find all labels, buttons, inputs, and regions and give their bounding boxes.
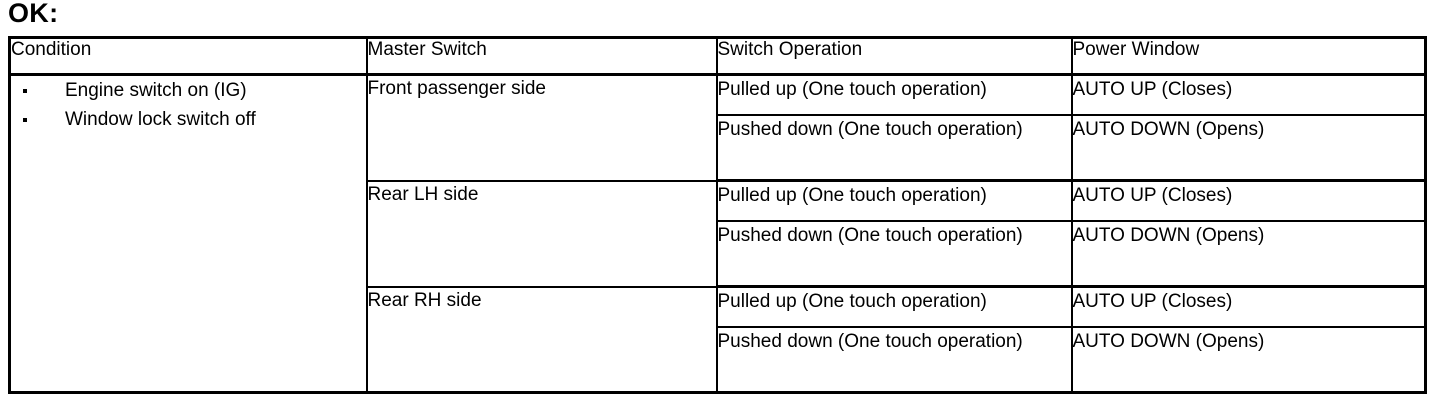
power-window-spec-table: Condition Master Switch Switch Operation… [8,36,1427,394]
switch-operation-cell: Pushed down (One touch operation) [716,114,1073,182]
spec-table-container: Condition Master Switch Switch Operation… [8,36,1427,394]
power-window-cell: AUTO DOWN (Opens) [1072,330,1265,352]
list-item: Window lock switch off [11,105,366,134]
table-row: Pushed down (One touch operation) AUTO D… [10,326,1426,393]
power-window-cell: AUTO DOWN (Opens) [1071,114,1426,182]
table-row: Pushed down (One touch operation) AUTO D… [10,220,1426,288]
master-switch-cell: Rear LH side [366,180,718,288]
power-window-cell: AUTO UP (Closes) [1071,286,1426,328]
column-header-condition: Condition [9,37,368,76]
list-item: Engine switch on (IG) [11,76,366,105]
column-header-power-window: Power Window [1071,37,1426,76]
power-window-cell: AUTO UP (Closes) [1071,180,1426,222]
switch-operation-cell: Pushed down (One touch operation) [716,326,1073,393]
table-row: Rear RH side Pulled up (One touch operat… [10,286,1426,393]
switch-operation-cell: Pulled up (One touch operation) [716,286,1073,328]
table-header-row: Condition Master Switch Switch Operation… [9,37,1426,76]
table-row: Engine switch on (IG) Window lock switch… [9,74,1426,393]
master-switch-cell: Rear RH side [366,286,718,393]
column-header-switch-operation: Switch Operation [716,37,1073,76]
condition-bullet-list: Engine switch on (IG) Window lock switch… [11,76,366,134]
table-row: Pushed down (One touch operation) AUTO D… [10,114,1426,182]
table-row: Rear LH side Pulled up (One touch operat… [10,180,1426,288]
column-header-master-switch: Master Switch [366,37,718,76]
power-window-cell: AUTO DOWN (Opens) [1071,220,1426,288]
power-window-cell: AUTO UP (Closes) [1071,74,1426,116]
switch-operation-cell: Pulled up (One touch operation) [716,74,1073,116]
master-switch-cell: Front passenger side [366,74,718,182]
switch-operation-cell: Pulled up (One touch operation) [716,180,1073,222]
condition-cell: Engine switch on (IG) Window lock switch… [9,74,368,393]
page-title: OK: [8,0,59,28]
switch-operation-cell: Pushed down (One touch operation) [716,220,1073,288]
